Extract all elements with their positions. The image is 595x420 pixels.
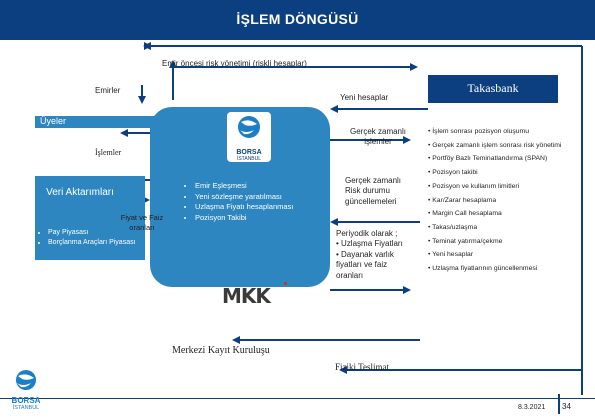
footer-line [0,398,595,399]
label-emirler: Emirler [95,86,121,95]
arrow-periyodik-tip [403,286,411,294]
takasbank-logo [428,75,558,103]
label-gercek-islemler: Gerçek zamanlı işlemler [349,127,407,147]
list-item: • Teminat yatırma/çekme [428,237,503,245]
veri-aktarimlari-title: Veri Aktarımları [46,187,114,198]
veri-bullet: Pay Piyasası [48,228,136,238]
veri-bullets: Pay Piyasası Borçlanma Araçları Piyasası [40,228,136,248]
arrow-tip-top [143,42,151,50]
arrow-risk-tip [330,218,338,226]
center-bullets: Emir Eşleşmesi Yeni sözleşme yaratılması… [185,181,293,223]
periyodik-item: • Dayanak varlık fiyatları ve faiz oranl… [336,249,394,280]
list-item: • Pozisyon takibi [428,169,478,177]
list-item: • Yeni hesaplar [428,251,474,259]
takasbank-functions-list: • İşlem sonrası pozisyon oluşumu • Gerçe… [428,127,593,278]
center-bullet: Uzlaşma Fiyatı hesaplanması [195,202,293,213]
arrow-fiziki-tip [339,366,347,374]
list-item: • Kar/Zarar hesaplama [428,196,497,204]
arrow-merkezi-tip-left [232,336,240,344]
periyodik-block: Periyodik olarak ; • Uzlaşma Fiyatları •… [336,229,414,281]
globe-icon [16,370,36,390]
arrow-emirler-tip [138,96,146,104]
center-bullet: Pozisyon Takibi [195,213,293,224]
list-item: • Takas/uzlaşma [428,224,478,232]
list-item: • Portföy Bazlı Teminatlandırma (SPAN) [428,155,548,163]
list-item: • İşlem sonrası pozisyon oluşumu [428,128,529,135]
label-emir-oncesi: Emir öncesi risk yönetimi (riskli hesapl… [162,59,307,68]
borsa-logo-line2: İSTANBUL [236,156,262,162]
mkk-dot [284,282,287,285]
veri-aktarimlari-box [35,176,145,260]
list-item: • Gerçek zamanlı işlem sonrası risk yöne… [428,141,562,149]
veri-bullet: Borçlanma Araçları Piyasası [48,238,136,248]
uyeler-label: Üyeler [40,116,67,126]
footer-logo-line2: İSTANBUL [12,405,40,411]
label-fiyat-faiz: Fiyat ve Faiz oranları [120,213,164,233]
arrow-emir-oncesi-up [169,60,177,68]
arrow-yeni-hesaplar-tip [330,105,338,113]
list-item: • Margin Call hesaplama [428,210,502,218]
label-yeni-hesaplar: Yeni hesaplar [340,93,389,102]
borsa-logo-line1: BORSA [236,149,262,156]
page-number-divider [558,394,560,414]
header-bar [0,0,595,40]
label-periyodik: Periyodik olarak ; [336,229,398,238]
periyodik-item: • Uzlaşma Fiyatları [336,239,403,249]
borsa-istanbul-logo: BORSA İSTANBUL [227,112,271,162]
list-item: • Uzlaşma fiyatlarının güncellenmesi [428,265,538,273]
center-bullet: Yeni sözleşme yaratılması [195,192,293,203]
label-islemler: İşlemler [95,148,122,157]
footer-date: 8.3.2021 [518,404,546,411]
page-number: 34 [562,402,571,411]
takasbank-label: Takasbank [467,81,519,95]
label-fiziki-teslimat: Fiziki Teslimat [335,362,389,372]
arrow-gercek-islemler-tip [403,136,411,144]
page-title: İŞLEM DÖNGÜSÜ [236,11,359,27]
label-gercek-risk: Gerçek zamanlı Risk durumu güncellemeler… [345,176,402,206]
arrow-emir-oncesi-tip [410,63,418,71]
list-item: • Pozisyon ve kullanım limitleri [428,182,520,190]
center-bullet: Emir Eşleşmesi [195,181,293,192]
label-merkezi-kayit: Merkezi Kayıt Kuruluşu [172,345,270,356]
footer-logo-line1: BORSA [11,396,41,405]
borsa-istanbul-footer-logo: BORSA İSTANBUL [6,368,46,412]
globe-icon [238,116,260,138]
mkk-logo: MKK [222,284,271,308]
arrow-islemler-tip [120,129,128,137]
